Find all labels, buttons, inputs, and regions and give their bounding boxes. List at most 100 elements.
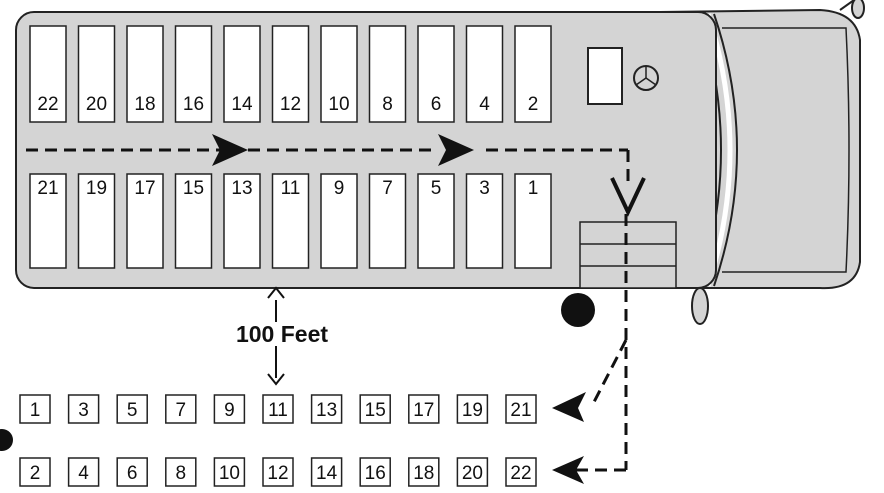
seat-16: 16: [174, 25, 213, 123]
even-lineup-row: 2 4 6 8 10 12 14 16 18 20 22: [19, 457, 537, 487]
odd-lineup-box-11: 11: [262, 394, 294, 424]
distance-label: 100 Feet: [236, 321, 328, 347]
seat-number: 19: [86, 178, 107, 199]
lineup-number: 8: [176, 463, 187, 484]
even-lineup-box-4: 4: [67, 457, 100, 487]
outside-exit-path: [552, 214, 628, 484]
even-lineup-box-16: 16: [359, 457, 391, 487]
even-lineup-box-2: 2: [19, 457, 51, 487]
aisle-arrow-2: [438, 134, 474, 166]
seat-18: 18: [126, 25, 164, 123]
seat-number: 13: [231, 178, 252, 199]
seat-number: 11: [281, 178, 301, 199]
lineup-number: 4: [78, 463, 89, 484]
seat-number: 16: [183, 94, 204, 115]
even-lineup-box-14: 14: [310, 457, 343, 487]
seat-number: 14: [231, 94, 253, 115]
odd-lineup-box-1: 1: [19, 394, 51, 424]
seat-12: 12: [271, 25, 310, 123]
aisle-arrow-1: [212, 134, 248, 166]
steering-wheel-icon: [633, 65, 659, 91]
lineup-number: 10: [219, 463, 240, 484]
lineup-number: 19: [462, 400, 483, 421]
odd-lineup-box-19: 19: [456, 394, 489, 424]
seat-number: 12: [280, 94, 301, 115]
seat-13: 13: [223, 173, 261, 269]
lineup-number: 1: [30, 400, 41, 421]
lineup-number: 18: [413, 463, 434, 484]
seat-number: 17: [134, 178, 155, 199]
odd-row-arrow: [552, 392, 586, 422]
lineup-number: 15: [365, 400, 386, 421]
bottom-row-seats: 21 19 17 15 13 11 9 7 5 3 1: [29, 173, 552, 269]
even-lineup-box-18: 18: [408, 457, 440, 487]
seat-number: 8: [382, 94, 393, 115]
door-marker-dot: [561, 293, 595, 327]
even-row-arrow: [552, 456, 584, 484]
side-mirror-bottom: [691, 287, 709, 325]
lineup-number: 17: [413, 400, 434, 421]
seat-8: 8: [368, 25, 407, 123]
door-steps: [579, 221, 677, 289]
even-lineup-box-20: 20: [456, 457, 489, 487]
distance-indicator: 100 Feet: [236, 286, 328, 386]
seat-17: 17: [126, 173, 164, 269]
lineup-number: 7: [176, 400, 187, 421]
odd-lineup-box-7: 7: [165, 394, 197, 424]
even-lineup-box-12: 12: [262, 457, 294, 487]
even-lineup-box-10: 10: [213, 457, 246, 487]
odd-lineup-box-21: 21: [505, 394, 537, 424]
lineup-number: 22: [510, 463, 531, 484]
odd-lineup-box-5: 5: [116, 394, 148, 424]
lineup-number: 11: [268, 400, 288, 421]
seat-number: 4: [479, 94, 490, 115]
lineup-number: 21: [510, 400, 531, 421]
lineup-number: 16: [365, 463, 386, 484]
driver-seat: [587, 47, 623, 105]
lineup-number: 12: [267, 463, 288, 484]
seat-2: 2: [514, 25, 552, 123]
seat-10: 10: [320, 25, 358, 123]
side-mirror-top: [839, 0, 865, 19]
seat-21: 21: [29, 173, 67, 269]
seat-number: 7: [382, 178, 393, 199]
seat-4: 4: [465, 25, 504, 123]
seat-number: 15: [183, 178, 204, 199]
seat-number: 2: [528, 94, 539, 115]
lineup-number: 13: [316, 400, 337, 421]
odd-lineup-box-17: 17: [408, 394, 440, 424]
lineup-number: 2: [30, 463, 41, 484]
seat-11: 11: [271, 173, 310, 269]
seat-3: 3: [465, 173, 504, 269]
seat-5: 5: [417, 173, 455, 269]
even-lineup-box-22: 22: [505, 457, 537, 487]
seat-7: 7: [368, 173, 407, 269]
odd-lineup-box-15: 15: [359, 394, 391, 424]
seat-20: 20: [77, 25, 116, 123]
seat-19: 19: [77, 173, 116, 269]
seat-number: 18: [134, 94, 155, 115]
seat-number: 10: [328, 94, 349, 115]
even-lineup-box-6: 6: [116, 457, 148, 487]
odd-lineup-box-3: 3: [67, 394, 100, 424]
seat-number: 21: [37, 178, 58, 199]
aisle-arrow-down: [610, 177, 646, 217]
even-lineup-box-8: 8: [165, 457, 197, 487]
seat-22: 22: [29, 25, 67, 123]
line-leader-dot: [0, 429, 13, 451]
seat-1: 1: [514, 173, 552, 269]
lineup-number: 3: [78, 400, 89, 421]
seat-number: 9: [334, 178, 345, 199]
seat-number: 3: [479, 178, 490, 199]
lineup-number: 9: [224, 400, 235, 421]
seat-number: 6: [431, 94, 442, 115]
aisle-exit-path: [26, 134, 646, 217]
odd-lineup-box-9: 9: [213, 394, 246, 424]
seat-9: 9: [320, 173, 358, 269]
seat-15: 15: [174, 173, 213, 269]
odd-lineup-box-13: 13: [310, 394, 343, 424]
